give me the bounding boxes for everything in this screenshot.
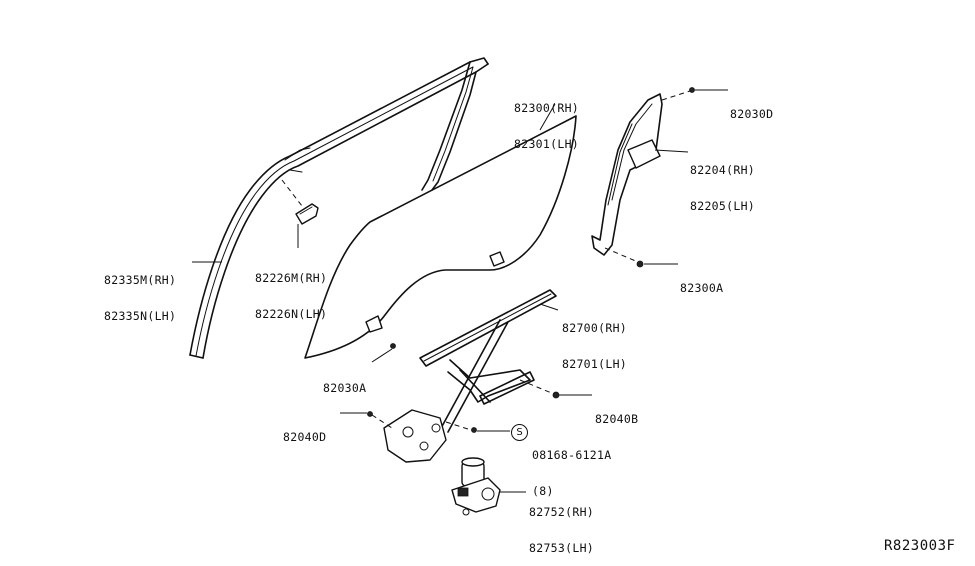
label-82700: 82700(RH) 82701(LH) (562, 298, 627, 382)
label-82701-lh: 82701(LH) (562, 357, 628, 371)
label-82226: 82226M(RH) 82226N(LH) (255, 248, 327, 332)
label-82204-rh: 82204(RH) (690, 163, 756, 177)
label-82301-lh: 82301(LH) (514, 137, 580, 151)
door-sash-channel (189, 57, 489, 359)
regulator-motor (451, 457, 526, 516)
label-82040B: 82040B (595, 389, 638, 437)
label-82040D-text: 82040D (283, 430, 327, 444)
window-regulator (340, 289, 592, 463)
sash-clip (281, 179, 319, 248)
label-82030D: 82030D (730, 84, 773, 132)
label-82226M-rh: 82226M(RH) (255, 271, 328, 285)
label-82300-rh: 82300(RH) (514, 101, 580, 115)
label-82030D-text: 82030D (730, 107, 774, 121)
s-symbol-icon: S (511, 424, 528, 441)
label-08168-part: 08168-6121A (532, 448, 612, 462)
label-82030A-text: 82030A (323, 381, 367, 395)
diagram-reference-code: R823003F (884, 538, 956, 554)
label-82204: 82204(RH) 82205(LH) (690, 140, 755, 224)
label-82335N-lh: 82335N(LH) (104, 309, 177, 323)
label-82040D: 82040D (283, 407, 326, 455)
label-82753-lh: 82753(LH) (529, 541, 595, 555)
label-82300: 82300(RH) 82301(LH) (514, 78, 579, 162)
label-82300A: 82300A (680, 258, 723, 306)
label-82030A: 82030A (323, 358, 366, 406)
label-82335M-rh: 82335M(RH) (104, 273, 177, 287)
label-82226N-lh: 82226N(LH) (255, 307, 328, 321)
label-82300A-text: 82300A (680, 281, 724, 295)
rear-sash-guide (591, 87, 728, 268)
label-82040B-text: 82040B (595, 412, 639, 426)
label-82205-lh: 82205(LH) (690, 199, 756, 213)
label-82752: 82752(RH) 82753(LH) (529, 482, 594, 566)
label-08168-qty: (8) (532, 484, 554, 498)
label-82700-rh: 82700(RH) (562, 321, 628, 335)
label-82335: 82335M(RH) 82335N(LH) (104, 250, 176, 334)
label-08168: 08168-6121A (8) (532, 425, 611, 509)
label-82752-rh: 82752(RH) (529, 505, 595, 519)
bolt-82030A (371, 343, 396, 363)
door-glass (304, 103, 577, 359)
